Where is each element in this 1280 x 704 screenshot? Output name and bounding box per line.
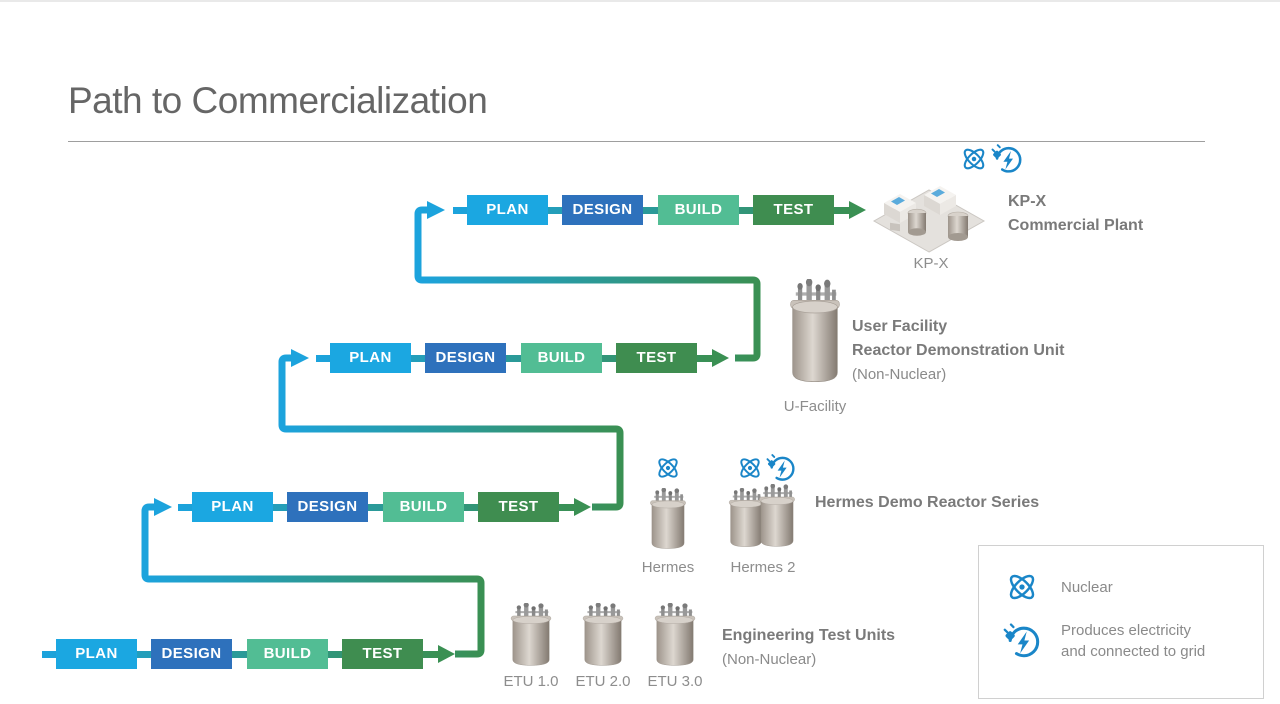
legend-electricity-line2: and connected to grid — [1061, 643, 1206, 660]
legend-item-electricity: Produces electricity and connected to gr… — [1003, 620, 1205, 662]
user-facility-label: User Facility Reactor Demonstration Unit… — [852, 315, 1064, 387]
arrow-right-icon — [438, 645, 455, 663]
step-plan: PLAN — [56, 639, 137, 669]
kpx-label-line2: Commercial Plant — [1008, 217, 1144, 234]
hermes-label: Hermes Demo Reactor Series — [815, 494, 1040, 511]
etu-label-title: Engineering Test Units — [722, 627, 896, 644]
kpx-label-line1: KP-X — [1008, 193, 1047, 210]
flow-row-hermes: PLAN DESIGN BUILD TEST — [178, 492, 591, 522]
legend-electricity-label: Produces electricity and connected to gr… — [1061, 620, 1205, 662]
atom-icon — [1003, 568, 1041, 606]
flow-row-etu: PLAN DESIGN BUILD TEST — [42, 639, 455, 669]
step-build: BUILD — [521, 343, 602, 373]
step-design: DESIGN — [287, 492, 368, 522]
electricity-icon — [1003, 622, 1041, 660]
row-connector-bar — [453, 207, 851, 214]
etu-1-caption: ETU 1.0 — [503, 673, 559, 690]
arrow-right-icon — [574, 498, 591, 516]
step-design: DESIGN — [151, 639, 232, 669]
arrow-right-icon — [712, 349, 729, 367]
legend-electricity-line1: Produces electricity — [1061, 622, 1192, 639]
row-connector-bar — [316, 355, 714, 362]
title-divider — [68, 141, 1205, 142]
page-title: Path to Commercialization — [68, 80, 488, 121]
u-facility-caption: U-Facility — [783, 398, 847, 415]
etu-label: Engineering Test Units (Non-Nuclear) — [722, 624, 895, 672]
step-build: BUILD — [383, 492, 464, 522]
legend-nuclear-label: Nuclear — [1061, 578, 1113, 596]
step-build: BUILD — [658, 195, 739, 225]
step-test: TEST — [478, 492, 559, 522]
kpx-caption: KP-X — [913, 255, 949, 272]
row-connector-bar — [42, 651, 440, 658]
etu-label-subtitle: (Non-Nuclear) — [722, 651, 817, 668]
user-facility-label-line2: Reactor Demonstration Unit — [852, 342, 1065, 359]
step-test: TEST — [616, 343, 697, 373]
hermes-2-caption: Hermes 2 — [730, 559, 796, 576]
step-build: BUILD — [247, 639, 328, 669]
user-facility-label-line1: User Facility — [852, 318, 948, 335]
etu-2-caption: ETU 2.0 — [575, 673, 631, 690]
arrow-right-icon — [849, 201, 866, 219]
step-design: DESIGN — [562, 195, 643, 225]
row-connector-bar — [178, 504, 576, 511]
legend-box: Nuclear Produces electricity and connect… — [978, 545, 1264, 699]
legend-item-nuclear: Nuclear — [1003, 568, 1113, 606]
hermes-caption: Hermes — [641, 559, 695, 576]
flow-row-user-facility: PLAN DESIGN BUILD TEST — [316, 343, 729, 373]
step-test: TEST — [342, 639, 423, 669]
step-plan: PLAN — [192, 492, 273, 522]
kpx-label: KP-X Commercial Plant — [1008, 190, 1143, 238]
step-design: DESIGN — [425, 343, 506, 373]
step-plan: PLAN — [330, 343, 411, 373]
etu-3-caption: ETU 3.0 — [647, 673, 703, 690]
flow-row-kpx: PLAN DESIGN BUILD TEST — [453, 195, 866, 225]
step-test: TEST — [753, 195, 834, 225]
step-plan: PLAN — [467, 195, 548, 225]
user-facility-label-line3: (Non-Nuclear) — [852, 366, 947, 383]
